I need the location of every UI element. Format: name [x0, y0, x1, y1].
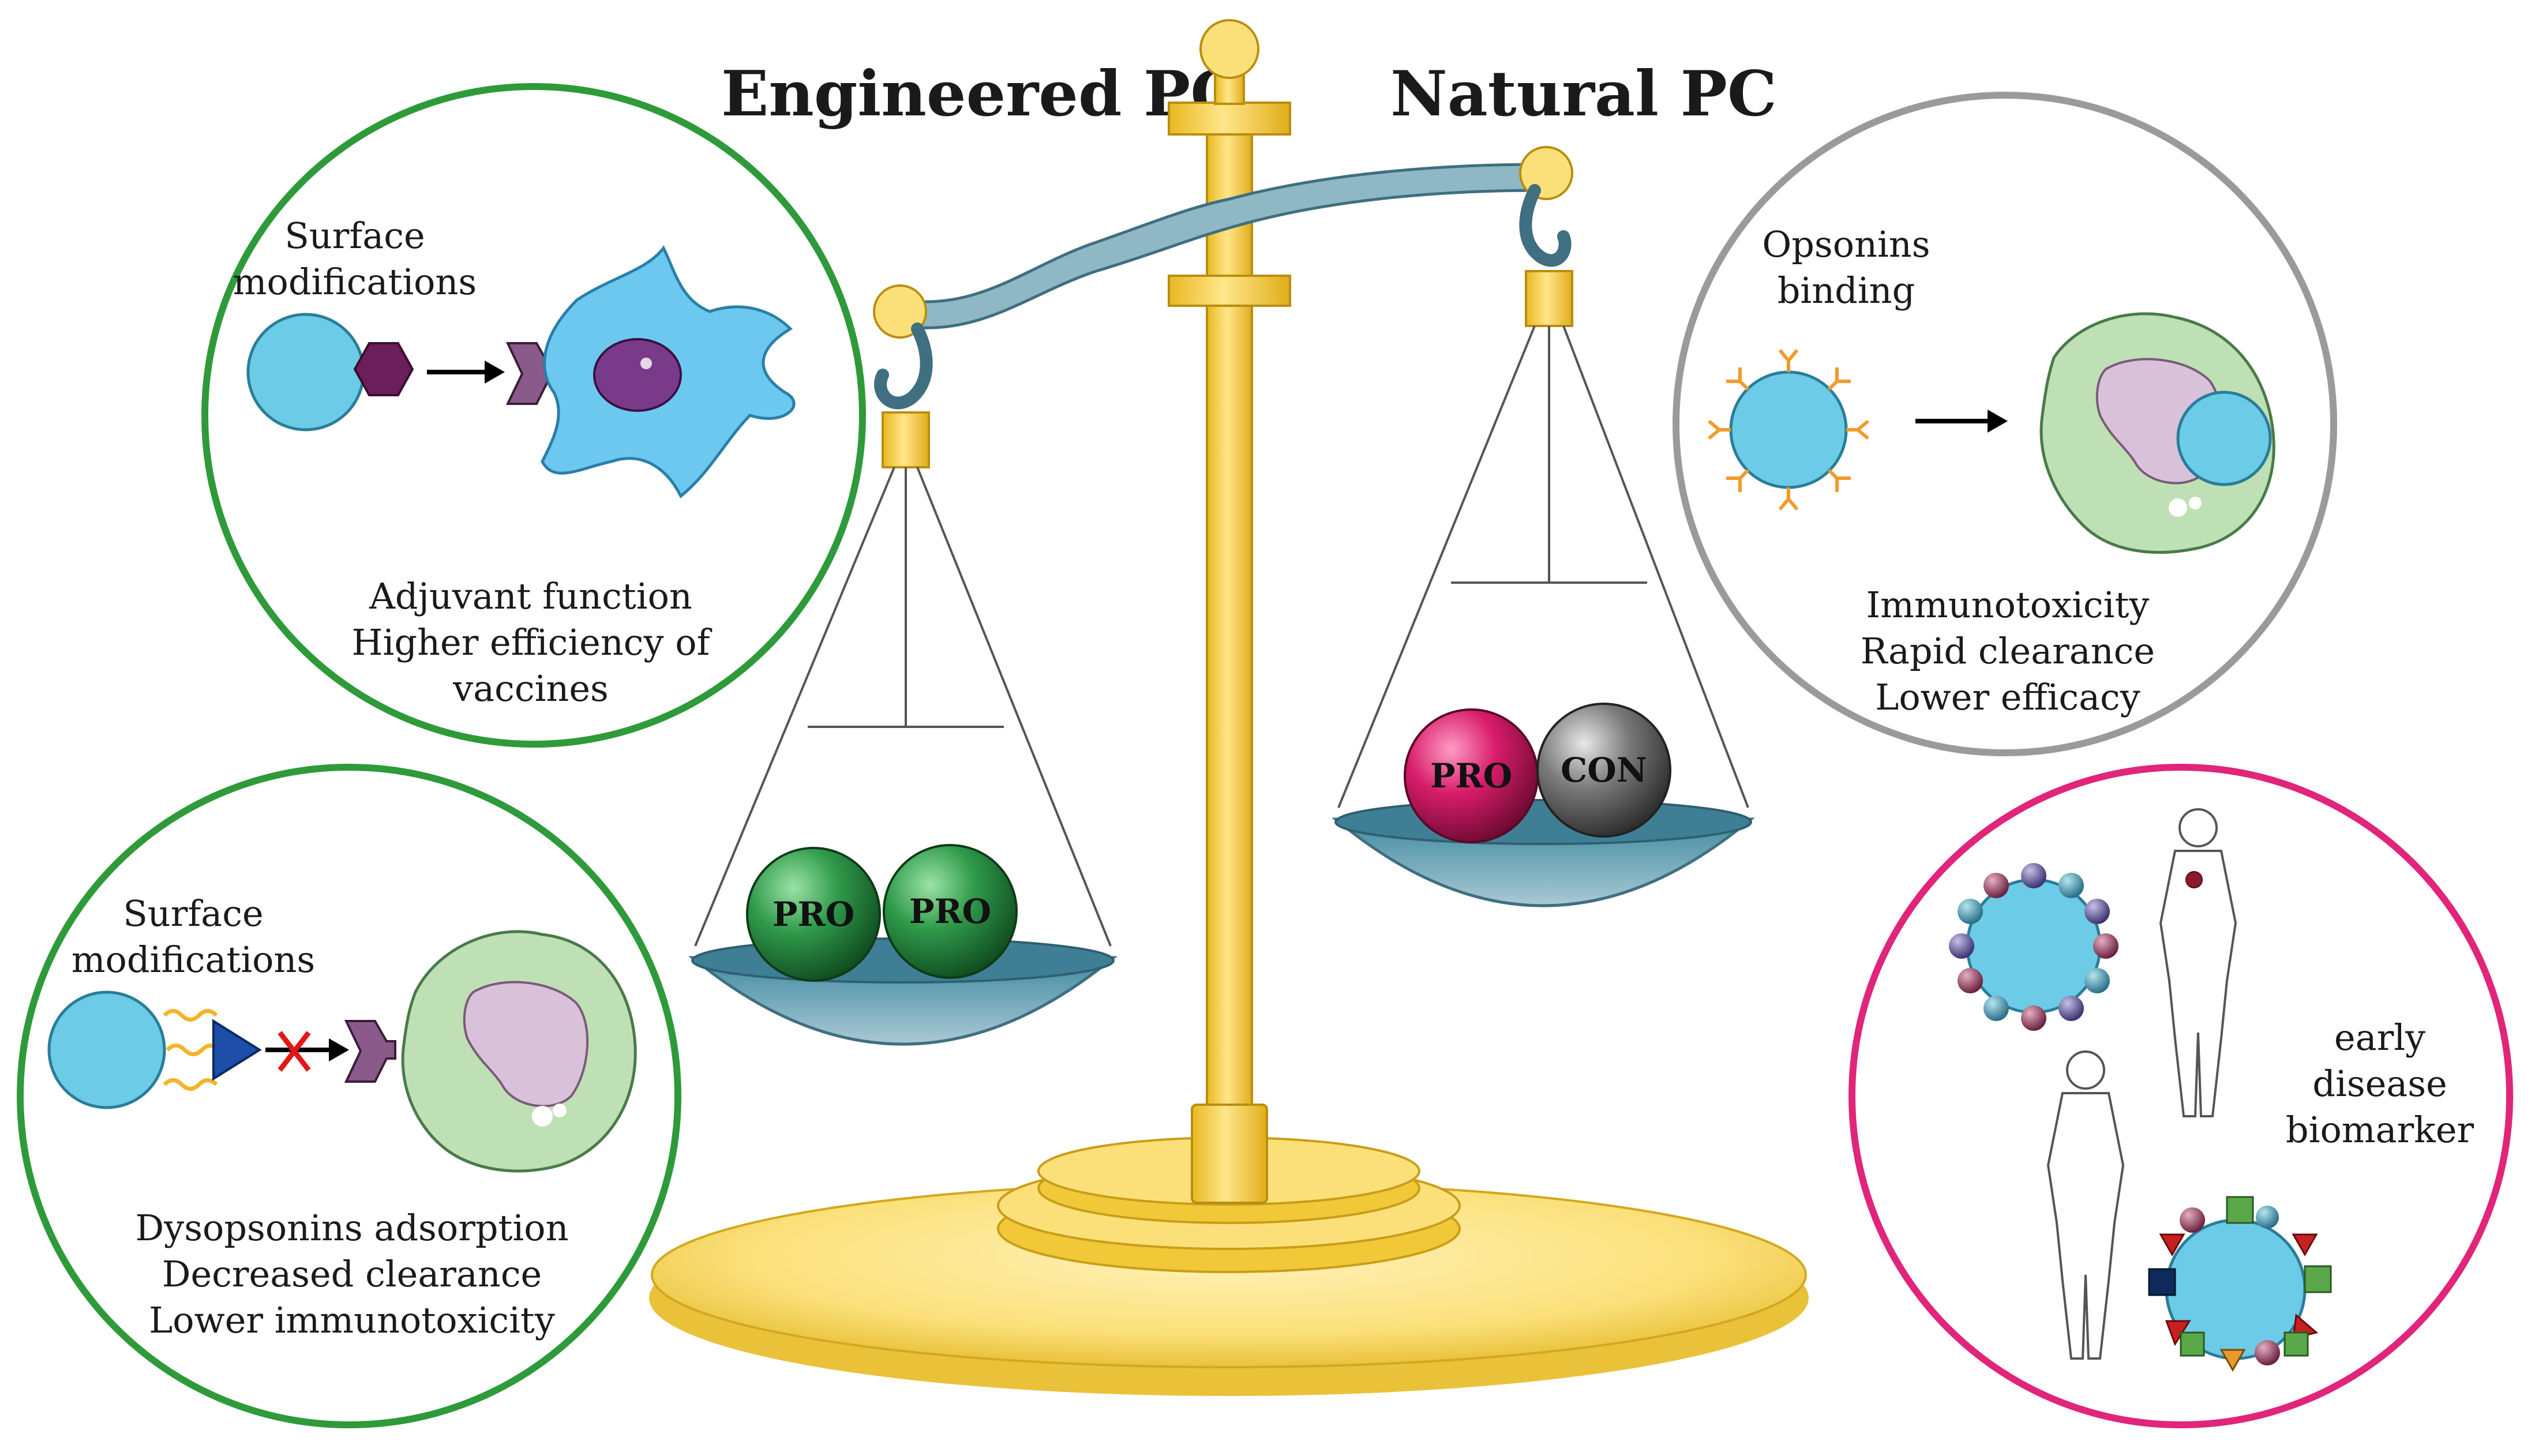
protein-corona-icon	[1949, 863, 2118, 1031]
blocked-arrow-icon	[265, 1031, 349, 1072]
right-ball-con-label: CON	[1561, 750, 1647, 790]
panel-opsonins-label-bottom-2: Rapid clearance	[1861, 630, 2155, 672]
panel-dysopsonins-label-bottom-1: Dysopsonins adsorption	[135, 1207, 568, 1249]
human-silhouette-icon	[2159, 808, 2237, 1117]
heart-icon	[2185, 871, 2203, 888]
panel-dysopsonins-label-top-1: Surface	[123, 892, 263, 935]
scale-left-hanger	[882, 411, 930, 468]
scale-right-hanger	[1525, 270, 1573, 327]
panel-opsonins: Opsonins binding Immunotoxici	[1673, 92, 2337, 756]
human-silhouette-icon	[2046, 1050, 2125, 1360]
scale-mid-bracket	[1168, 275, 1291, 307]
scale-top-knob	[1199, 19, 1259, 79]
panel-opsonins-border	[1673, 92, 2337, 756]
nanoparticle-icon	[246, 313, 365, 431]
left-ball-2-label: PRO	[909, 892, 991, 931]
panel-opsonins-label-bottom-1: Immunotoxicity	[1866, 584, 2150, 626]
panel-opsonins-label-top-1: Opsonins	[1762, 223, 1930, 265]
arrow-head	[485, 361, 505, 384]
title-natural-pc: Natural PC	[1390, 58, 1777, 130]
left-rope-1	[694, 467, 895, 947]
right-pan-rim	[1334, 799, 1752, 845]
panel-dysopsonins: Surface modifications Dysopsonins adsorp…	[17, 764, 681, 1428]
peg-chain-icon	[163, 1009, 218, 1022]
receptor-icon	[344, 1020, 396, 1083]
right-ball-con: CON	[1536, 703, 1671, 838]
panel-dysopsonins-label-bottom-3: Lower immunotoxicity	[149, 1299, 555, 1341]
panel-biomarker: early disease biomarker	[1848, 764, 2513, 1428]
scale-pillar-collar	[1191, 1104, 1268, 1204]
macrophage-icon	[2039, 312, 2275, 554]
left-ball-2: PRO	[883, 844, 1018, 979]
antibody-icon	[1708, 349, 1869, 511]
left-ball-1-label: PRO	[773, 895, 854, 934]
panel-adjuvant-label-bottom-2: Higher efficiency of	[351, 621, 712, 663]
arrow-head	[1988, 410, 2008, 433]
scale-right-hook	[1519, 184, 1572, 267]
panel-adjuvant-border	[201, 83, 866, 748]
panel-adjuvant-label-bottom-1: Adjuvant function	[369, 575, 692, 617]
right-rope-2	[1562, 325, 1749, 808]
scale-pillar	[1206, 114, 1253, 1109]
panel-dysopsonins-label-top-2: modifications	[72, 939, 316, 981]
panel-biomarker-label-1: early	[2334, 1016, 2425, 1059]
opsonized-nanoparticle-icon	[1708, 349, 1869, 511]
ligand-hexagon-icon	[353, 342, 414, 396]
ligand-triangle-icon	[212, 1019, 262, 1081]
panel-adjuvant: Surface modifications Adjuvant function …	[201, 83, 866, 748]
peg-chain-icon	[163, 1078, 218, 1091]
panel-opsonins-label-bottom-3: Lower efficacy	[1875, 676, 2140, 718]
scale-left-hook	[874, 322, 933, 410]
panel-adjuvant-label-bottom-3: vaccines	[452, 667, 609, 710]
right-ball-pro: PRO	[1404, 708, 1539, 843]
title-engineered-pc: Engineered PC	[721, 58, 1240, 130]
panel-adjuvant-label-top-1: Surface	[284, 215, 425, 257]
nanoparticle-icon	[47, 990, 166, 1109]
panel-opsonins-label-top-2: binding	[1778, 269, 1915, 312]
right-ball-pro-label: PRO	[1430, 756, 1512, 795]
protein-corona-icon	[2148, 1196, 2332, 1372]
panel-biomarker-label-3: biomarker	[2286, 1109, 2474, 1151]
dendritic-cell-icon	[541, 245, 796, 498]
left-rope-2	[916, 467, 1112, 947]
panel-adjuvant-label-top-2: modifications	[233, 261, 477, 303]
macrophage-icon	[401, 930, 637, 1173]
panel-biomarker-label-2: disease	[2312, 1063, 2447, 1105]
left-ball-1: PRO	[746, 847, 881, 982]
balance-scale: PRO PRO PRO CON	[649, 19, 1809, 1396]
peg-chain-icon	[166, 1044, 221, 1056]
right-rope-1	[1337, 325, 1536, 808]
panel-dysopsonins-label-bottom-2: Decreased clearance	[162, 1253, 542, 1295]
scale-top-bracket	[1168, 102, 1291, 136]
